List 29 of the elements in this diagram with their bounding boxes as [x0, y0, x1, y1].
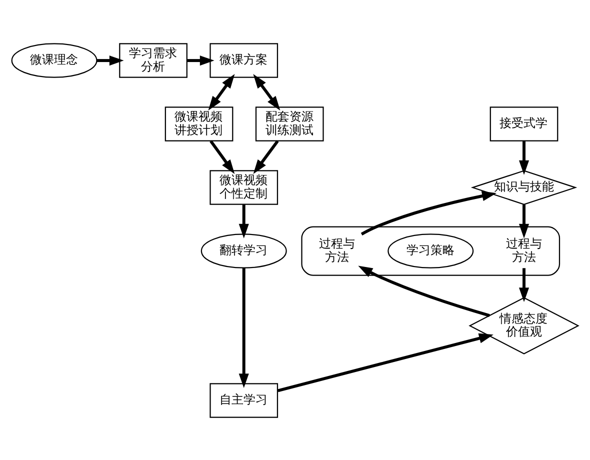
arrow — [210, 140, 235, 174]
node-box: 接受式学 — [490, 106, 558, 141]
node-box: 配套资源训练测试 — [255, 106, 324, 141]
node-ellipse: 翻转学习 — [200, 233, 287, 268]
arrow — [518, 140, 530, 174]
arrow — [253, 140, 279, 174]
node-box: 微课视频讲授计划 — [164, 106, 234, 141]
arrow — [253, 74, 280, 110]
node-box: 微课视频个性定制 — [210, 170, 278, 204]
node-diamond: 情感态度价值观 — [468, 296, 580, 354]
node-box: 学习需求分析 — [119, 42, 188, 78]
node-text: 过程与方法 — [506, 236, 542, 264]
node-diamond: 知识与技能 — [470, 170, 578, 204]
node-ellipse: 学习策略 — [388, 233, 474, 268]
arrow — [360, 190, 497, 235]
node-box: 自主学习 — [210, 382, 278, 418]
arrow — [358, 265, 490, 316]
arrow — [518, 204, 530, 238]
arrow — [278, 332, 494, 392]
arrow — [96, 55, 124, 66]
cluster — [301, 226, 560, 276]
arrow — [238, 204, 249, 238]
arrow — [208, 74, 235, 110]
arrow — [187, 55, 214, 66]
arrow — [518, 268, 530, 302]
node-ellipse: 微课理念 — [11, 42, 98, 78]
node-text: 过程与方法 — [319, 236, 356, 264]
arrow — [238, 268, 249, 388]
node-box: 微课方案 — [210, 42, 278, 78]
